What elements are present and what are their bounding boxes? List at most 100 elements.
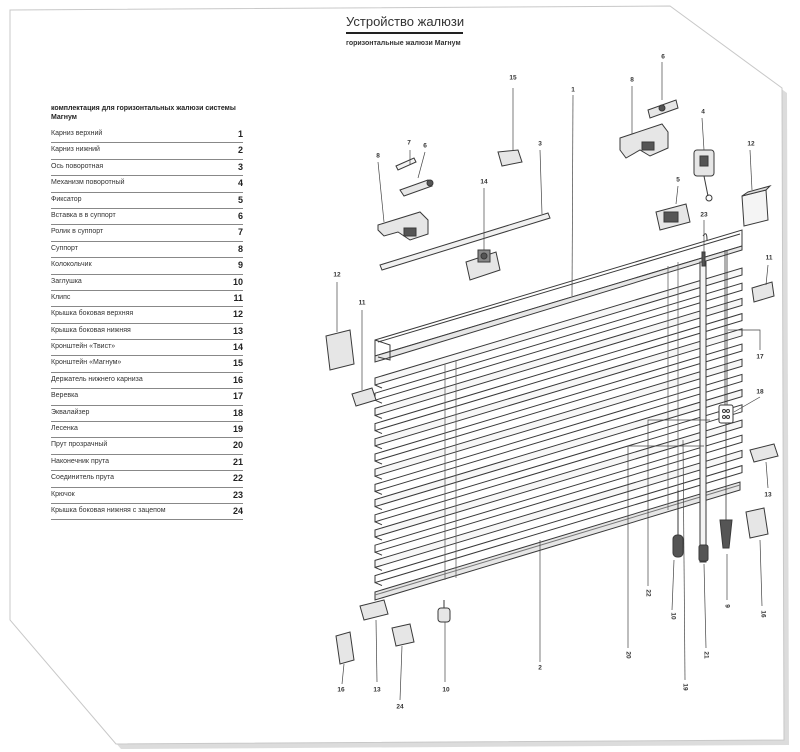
- part-number: 18: [232, 407, 243, 418]
- slat: [374, 373, 743, 493]
- part-name: Веревка: [51, 392, 79, 400]
- slat-edge: [374, 475, 383, 480]
- part-12-cap-right: [741, 185, 772, 227]
- callout-12-right: 12: [747, 140, 755, 148]
- part-name: Карниз нижний: [51, 146, 100, 154]
- part-name: Ось поворотная: [51, 162, 104, 170]
- callout-11-right: 11: [765, 254, 773, 262]
- part-7-roller: [395, 157, 417, 171]
- pull-cords: [672, 250, 733, 558]
- callout-1: 1: [571, 86, 575, 94]
- leader-lines: [336, 62, 769, 701]
- part-12-cap-left: [325, 329, 355, 371]
- callout-13-right: 13: [764, 491, 772, 499]
- callout-21: 21: [702, 651, 710, 659]
- slat: [374, 449, 743, 569]
- headrail-edge: [374, 339, 391, 361]
- part-16-holder-left: [335, 631, 355, 665]
- list-item: Кронштейн «Твист»14: [51, 340, 243, 357]
- callout-7: 7: [407, 139, 411, 147]
- callout-5: 5: [676, 176, 680, 184]
- part-number: 21: [232, 456, 243, 467]
- slat-edge: [374, 551, 383, 556]
- part-number: 10: [232, 276, 243, 287]
- part-number: 13: [232, 325, 243, 336]
- slat-edge: [374, 445, 383, 450]
- slat: [374, 358, 743, 477]
- slat-edge: [374, 566, 383, 571]
- part-number: 24: [232, 505, 243, 516]
- list-item: Крышка боковая нижняя с зацепом 24: [51, 504, 243, 521]
- callout-23: 23: [700, 211, 708, 219]
- part-13-bottom-cap-left: [359, 599, 389, 621]
- callout-24: 24: [396, 703, 404, 711]
- part-name: Ролик в суппорт: [51, 228, 104, 236]
- part-name: Прут прозрачный: [51, 441, 108, 449]
- slat-edge: [374, 521, 383, 526]
- list-item: Механизм поворотный 4: [51, 176, 243, 193]
- slat-edge: [374, 430, 383, 435]
- part-number: 4: [237, 178, 243, 189]
- part-15-magnum-bracket: [497, 149, 523, 167]
- slat: [374, 343, 743, 462]
- page-subtitle: горизонтальные жалюзи Магнум: [346, 40, 461, 47]
- slat: [374, 328, 743, 447]
- list-item: Кронштейн «Магнум»15: [51, 356, 243, 373]
- slat-edge: [374, 506, 383, 511]
- slat: [374, 312, 743, 432]
- slat-edge: [374, 399, 383, 404]
- callout-19: 19: [681, 683, 689, 691]
- slat: [374, 388, 743, 508]
- callout-8-right: 8: [630, 76, 634, 84]
- part-name: Механизм поворотный: [51, 179, 125, 187]
- list-item: Крышка боковая нижняя 13: [51, 324, 243, 341]
- part-14-twist-bracket: [465, 249, 501, 281]
- part-6-insert-left: [399, 179, 434, 197]
- slat: [374, 464, 743, 584]
- part-name: Держатель нижнего карниза: [51, 375, 143, 383]
- part-number: 6: [237, 210, 243, 221]
- slat: [374, 419, 743, 538]
- slat: [374, 434, 743, 553]
- part-number: 19: [232, 424, 243, 435]
- part-5-fixer: [655, 203, 691, 231]
- part-name: Крышка боковая нижняя с зацепом: [51, 506, 166, 514]
- part-number: 12: [232, 309, 243, 320]
- callout-2: 2: [538, 664, 542, 672]
- slat-edge: [374, 460, 383, 465]
- part-name: Крючок: [51, 490, 75, 498]
- callout-17: 17: [756, 353, 764, 361]
- part-name: Колокольчик: [51, 261, 92, 269]
- slat-edge: [374, 490, 383, 495]
- callout-16-left: 16: [337, 686, 345, 694]
- part-number: 8: [237, 243, 243, 254]
- slat-edge: [374, 536, 383, 541]
- callout-15: 15: [509, 74, 517, 82]
- ladder-cords: [444, 262, 679, 580]
- part-name: Крышка боковая нижняя: [51, 326, 131, 334]
- callout-10-right: 10: [669, 612, 677, 620]
- callout-18: 18: [756, 388, 764, 396]
- parts-list-heading: комплектация для горизонтальных жалюзи с…: [51, 105, 236, 121]
- part-8-bracket-left: [377, 211, 429, 241]
- part-24-bottom-cap-hook: [391, 623, 415, 647]
- callout-22: 22: [644, 589, 652, 597]
- callout-20: 20: [624, 651, 632, 659]
- callout-6-left: 6: [423, 142, 427, 150]
- part-name: Клипс: [51, 293, 71, 301]
- callout-3: 3: [538, 140, 542, 148]
